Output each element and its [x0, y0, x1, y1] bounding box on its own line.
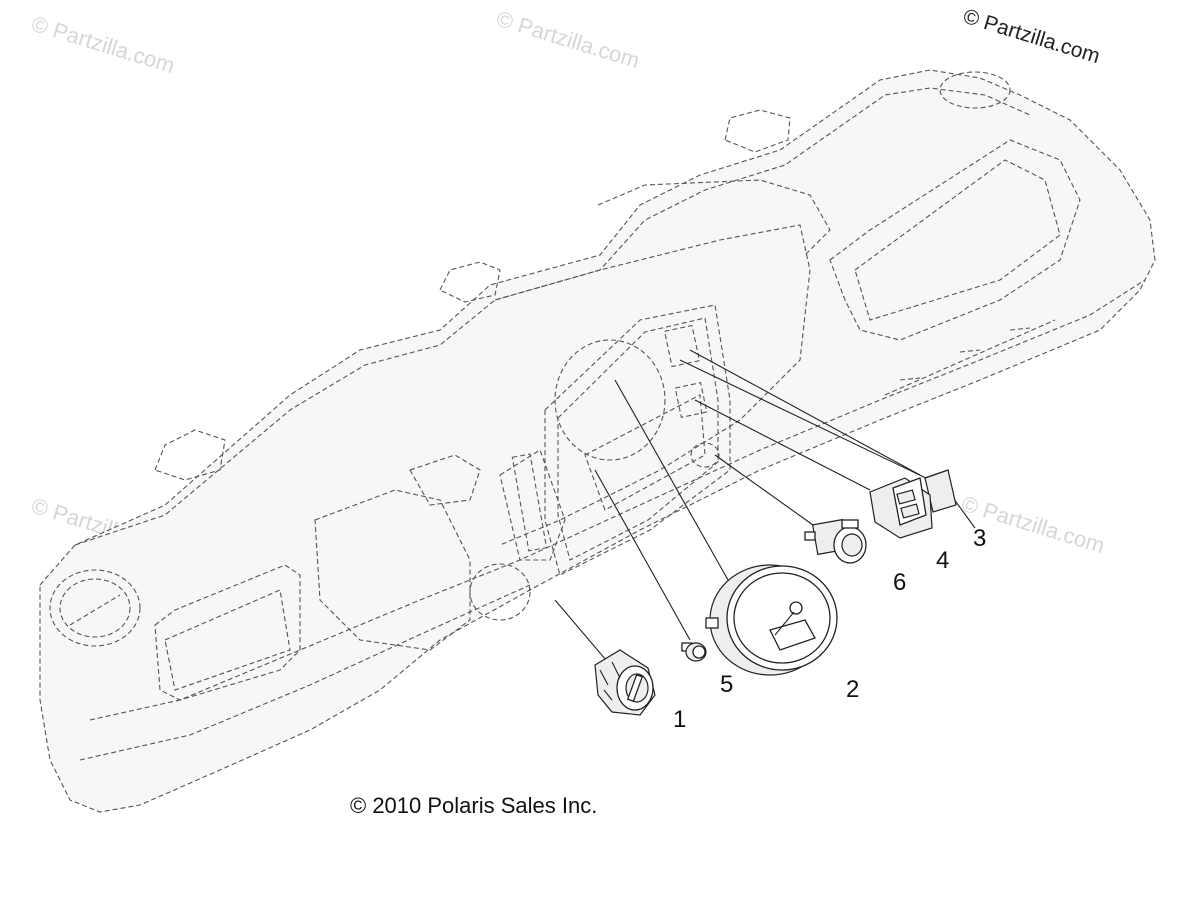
callout-5: 5 [720, 671, 733, 698]
callout-4: 4 [936, 547, 949, 574]
leader-5 [594, 469, 691, 641]
callout-6: 6 [893, 569, 906, 596]
leader-3b [679, 359, 931, 481]
leader-6 [714, 454, 821, 531]
callout-1: 1 [673, 706, 686, 733]
watermark-top-left: © Partzilla.com [29, 11, 178, 78]
watermark-top-center: © Partzilla.com [494, 6, 643, 73]
part-1-key-switch [594, 649, 656, 716]
part-2-gauge [705, 564, 838, 676]
instrument-cluster-bezel [499, 304, 731, 576]
copyright-caption: © 2010 Polaris Sales Inc. [350, 793, 597, 818]
leader-4 [694, 399, 871, 491]
dashboard-outline [39, 69, 1156, 813]
part-5-indicator [681, 642, 707, 662]
part-6-power-outlet [804, 518, 867, 564]
part-4-rocker-switch [869, 477, 933, 539]
watermark-corner: © Partzilla.com [961, 5, 1103, 68]
leader-2 [614, 379, 746, 611]
callout-2: 2 [846, 676, 859, 703]
leader-3a [689, 349, 921, 476]
callout-3: 3 [973, 525, 986, 552]
